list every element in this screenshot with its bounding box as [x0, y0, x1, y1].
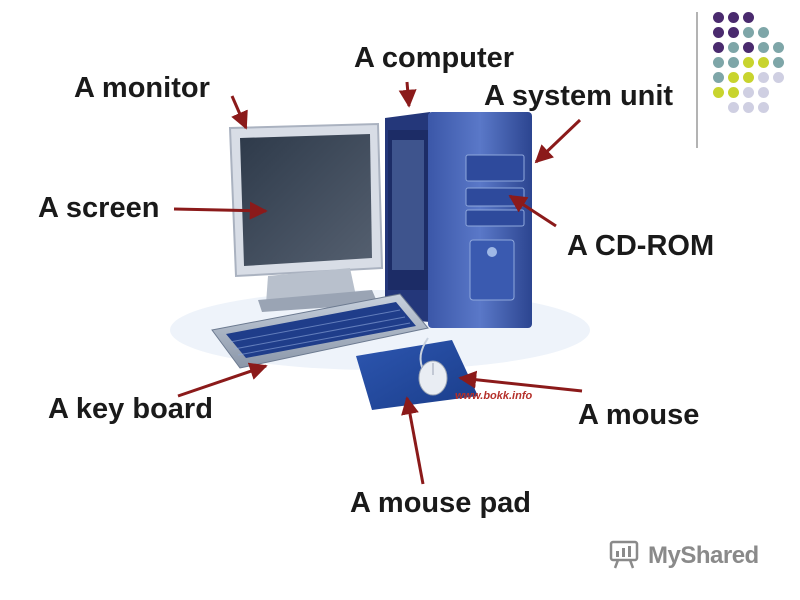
mouse-pad — [356, 340, 478, 410]
label-screen: A screen — [38, 192, 160, 224]
brand-name: MyShared — [648, 542, 759, 569]
mouse — [418, 337, 448, 396]
watermark-url: www.bokk.info — [455, 390, 533, 402]
system-unit — [385, 112, 532, 328]
label-monitor: A monitor — [74, 72, 210, 104]
arrow-cd-rom — [508, 194, 557, 228]
label-computer: A computer — [354, 42, 515, 74]
label-mouse-pad: A mouse pad — [350, 487, 532, 519]
label-cd-rom: A CD-ROM — [567, 230, 715, 262]
label-mouse: A mouse — [578, 399, 700, 431]
myshared-logo-icon — [608, 539, 642, 574]
arrow-computer — [398, 81, 417, 108]
arrows — [173, 81, 583, 485]
arrow-screen — [173, 201, 268, 220]
arrow-mouse — [458, 370, 583, 393]
arrow-monitor — [230, 95, 248, 130]
keyboard — [211, 293, 429, 369]
arrow-mouse-pad — [401, 396, 425, 485]
arrow-key-board — [177, 362, 268, 398]
myshared-logo: MyShared — [608, 540, 759, 572]
label-system-unit: A system unit — [484, 80, 674, 112]
label-key-board: A key board — [48, 393, 213, 425]
arrow-system-unit — [534, 118, 582, 164]
monitor — [228, 122, 384, 312]
